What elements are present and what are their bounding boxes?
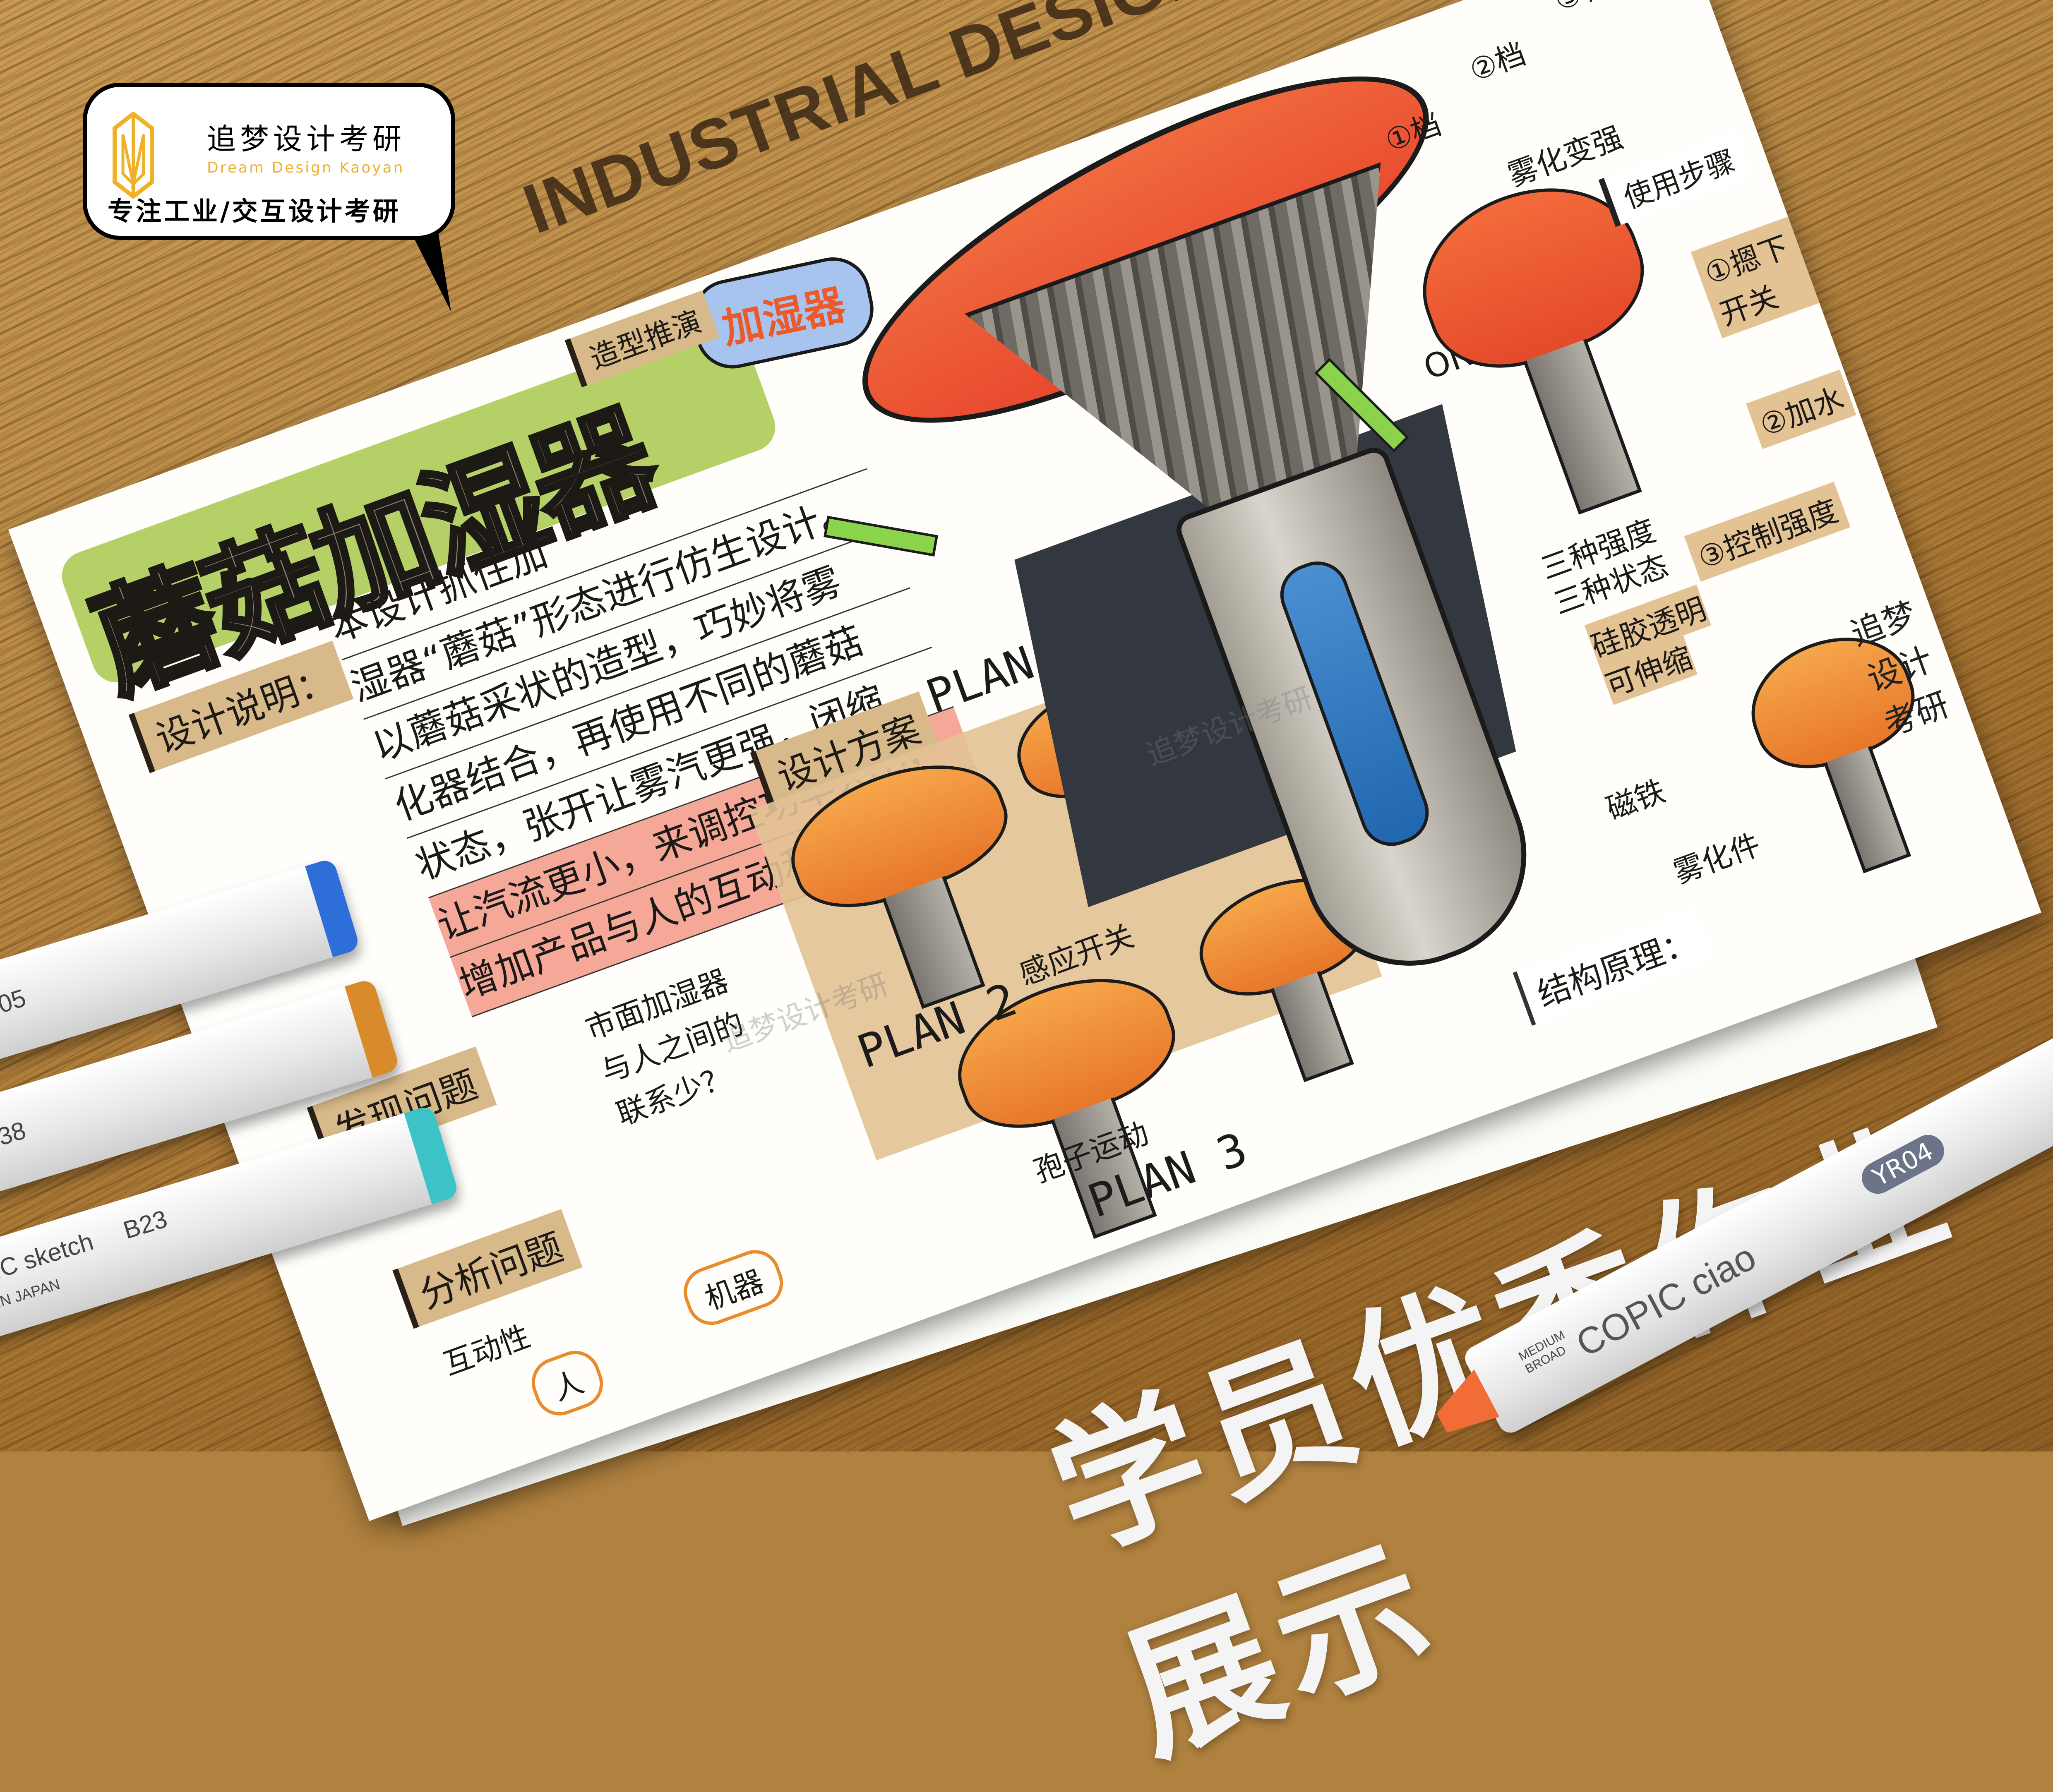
section-analyze-problem: 分析问题: [392, 1209, 583, 1329]
marker-made-in: MADE IN JAPAN: [0, 1275, 62, 1325]
marker-barcode: 002638: [0, 1116, 29, 1167]
brand-speech-bubble: 追梦设计考研 Dream Design Kaoyan 专注工业/交互设计考研: [83, 83, 455, 240]
brand-name-english: Dream Design Kaoyan: [207, 159, 405, 176]
gear-2-label: ②档: [1465, 36, 1530, 88]
structure-note: 磁铁: [1602, 773, 1670, 827]
marker-barcode: 002605: [0, 984, 29, 1035]
mind-map-label: 互动性: [439, 1318, 535, 1382]
step-label: 加水: [1780, 381, 1849, 434]
badge-label: 加湿器: [718, 280, 850, 353]
brand-logo-icon: [113, 112, 154, 199]
gear-3-label: ③档: [1547, 0, 1615, 19]
mind-map-node-person: 人: [524, 1343, 610, 1423]
section-structure-principle: 结构原理：: [1513, 906, 1715, 1026]
marker-nib-label: MEDIUM BROAD: [1516, 1328, 1568, 1376]
structure-note: 雾化件: [1669, 827, 1765, 890]
marker-code: B23: [120, 1204, 170, 1245]
marker-code-badge: YR04: [1856, 1129, 1950, 1199]
step-label: 控制强度: [1719, 493, 1843, 566]
usage-step-2: ②加水: [1746, 369, 1856, 449]
brand-slogan: 专注工业/交互设计考研: [108, 196, 401, 226]
brand-name-chinese: 追梦设计考研: [207, 122, 406, 156]
mind-map-node-machine: 机器: [677, 1243, 790, 1332]
usage-step-3: ③控制强度: [1684, 482, 1851, 582]
